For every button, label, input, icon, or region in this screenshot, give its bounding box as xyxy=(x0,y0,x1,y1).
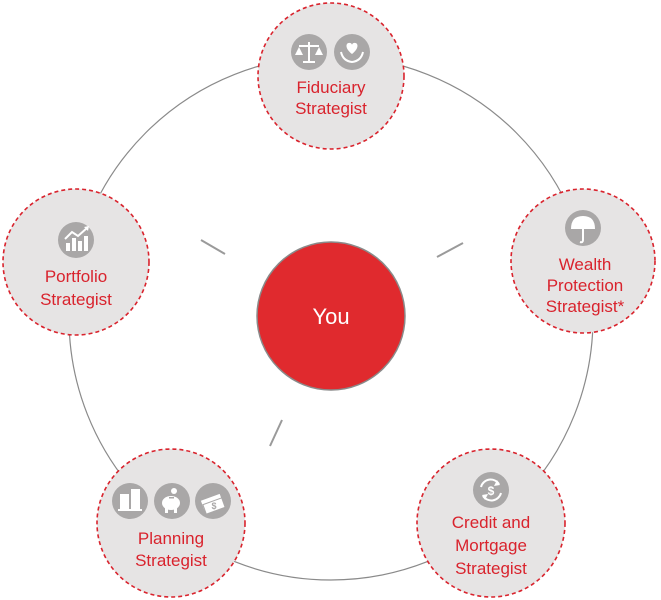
piggy-bank-icon xyxy=(154,483,190,519)
money-stack-icon: $ xyxy=(195,483,231,519)
center-label: You xyxy=(312,304,349,329)
planning-label-1: Planning xyxy=(138,529,204,548)
dollar-cycle-icon: $ xyxy=(473,472,509,508)
connector-portfolio xyxy=(200,239,226,255)
connector-planning xyxy=(269,419,283,447)
umbrella-icon xyxy=(565,210,601,246)
wealth-label-1: Wealth xyxy=(559,255,612,274)
node-planning: $ Planning Strategist xyxy=(96,448,246,598)
scales-icon xyxy=(291,34,327,70)
portfolio-label-1: Portfolio xyxy=(45,267,107,286)
fiduciary-label-1: Fiduciary xyxy=(297,78,366,97)
wealth-label-2: Protection xyxy=(547,276,624,295)
buildings-icon xyxy=(112,483,148,519)
credit-label-1: Credit and xyxy=(452,513,530,532)
portfolio-label-2: Strategist xyxy=(40,290,112,309)
credit-label-3: Strategist xyxy=(455,559,527,578)
wealth-label-3: Strategist* xyxy=(546,297,625,316)
svg-text:$: $ xyxy=(211,501,216,511)
hand-heart-icon xyxy=(334,34,370,70)
node-portfolio: Portfolio Strategist xyxy=(2,188,150,336)
fiduciary-label-2: Strategist xyxy=(295,99,367,118)
credit-label-2: Mortgage xyxy=(455,536,527,555)
node-fiduciary: Fiduciary Strategist xyxy=(257,2,405,150)
growth-chart-icon xyxy=(58,222,94,258)
center-node: You xyxy=(256,241,406,391)
connector-wealth xyxy=(436,242,464,258)
node-wealth-protection: Wealth Protection Strategist* xyxy=(510,188,656,334)
svg-text:$: $ xyxy=(488,484,495,498)
planning-label-2: Strategist xyxy=(135,551,207,570)
node-credit-mortgage: $ Credit and Mortgage Strategist xyxy=(416,448,566,598)
